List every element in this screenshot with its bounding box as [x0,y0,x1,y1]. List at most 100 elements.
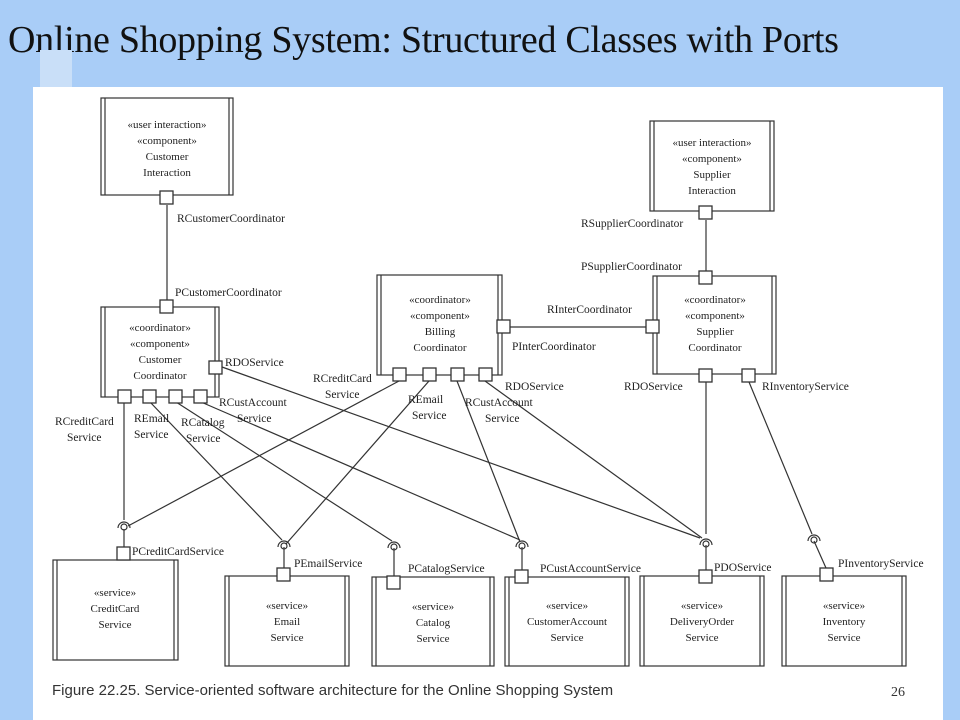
customer-coordinator-line-3: Customer [139,354,182,366]
port-p-customer-coordinator [159,299,174,314]
email-service-line-2: Email [274,616,300,628]
email-service-line-3: Service [271,632,304,644]
catalog-service-line-2: Catalog [416,617,451,629]
customer-account-service-line-3: Service [551,632,584,644]
connector-cc-email [149,401,283,541]
port-cc-4 [193,389,208,404]
delivery-order-service-line-1: «service» [681,600,723,612]
billing-coordinator-line-1: «coordinator» [409,294,471,306]
label-r-supplier-coordinator: RSupplierCoordinator [581,218,683,230]
port-r-inter-coordinator [645,319,660,334]
port-p-inventory-service [819,567,834,582]
billing-coordinator-line-4: Coordinator [413,342,466,354]
supplier-interaction-line-3: Supplier [693,169,731,181]
customer-coordinator-line-2: «component» [130,338,190,350]
supplier-coordinator-line-4: Coordinator [688,342,741,354]
label-r-email-customer-2: Service [134,429,168,441]
port-r-supplier-coordinator [698,205,713,220]
label-p-do-service: PDOService [714,562,772,574]
catalog-service-line-1: «service» [412,601,454,613]
supplier-interaction-line-4: Interaction [688,185,736,197]
customer-account-service-line-2: CustomerAccount [527,616,607,628]
port-bc-4 [478,367,493,382]
port-p-catalog-service [386,575,401,590]
port-cc-1 [117,389,132,404]
box-customer-coordinator [100,306,220,398]
delivery-order-service-line-2: DeliveryOrder [670,616,734,628]
label-p-customer-coordinator: PCustomerCoordinator [175,287,282,299]
label-r-customer-coordinator: RCustomerCoordinator [177,213,285,225]
label-r-email-customer-1: REmail [134,413,169,425]
label-r-credit-card-billing-2: Service [325,389,359,401]
label-r-email-billing-2: Service [412,410,446,422]
connector-bc-email [285,380,430,545]
customer-interaction-line-1: «user interaction» [127,119,206,131]
box-billing-coordinator [376,274,503,376]
label-p-credit-card-service: PCreditCardService [132,546,224,558]
box-credit-card-service [52,559,179,661]
title-accent-bar [40,50,72,90]
label-p-catalog-service: PCatalogService [408,563,485,575]
figure-panel [33,87,943,720]
port-p-inter-coordinator [496,319,511,334]
connector-cc-deliveryorder [221,366,701,539]
supplier-interaction-line-2: «component» [682,153,742,165]
label-p-email-service: PEmailService [294,558,362,570]
label-r-credit-card-billing-1: RCreditCard [313,373,372,385]
delivery-order-service-line-3: Service [686,632,719,644]
billing-coordinator-line-2: «component» [410,310,470,322]
port-p-credit-card-service [116,546,131,561]
inventory-service-line-3: Service [828,632,861,644]
connector-cc-catalog [175,401,393,542]
label-p-inter-coordinator: PInterCoordinator [512,341,596,353]
box-supplier-interaction [649,120,775,212]
supplier-coordinator-line-2: «component» [685,310,745,322]
inventory-service-line-2: Inventory [823,616,866,628]
label-r-inventory-service: RInventoryService [762,381,849,393]
credit-card-service-line-2: CreditCard [91,603,140,615]
customer-coordinator-line-1: «coordinator» [129,322,191,334]
supplier-interaction-line-1: «user interaction» [672,137,751,149]
customer-interaction-line-2: «component» [137,135,197,147]
port-bc-1 [392,367,407,382]
supplier-coordinator-line-1: «coordinator» [684,294,746,306]
port-cc-2 [142,389,157,404]
email-service-line-1: «service» [266,600,308,612]
label-r-catalog-customer-1: RCatalog [181,417,225,429]
connector-sc-inventory [748,381,813,535]
port-p-do-service [698,569,713,584]
box-inventory-service [781,575,907,667]
label-r-inter-coordinator: RInterCoordinator [547,304,632,316]
label-r-catalog-customer-2: Service [186,433,220,445]
customer-interaction-line-3: Customer [146,151,189,163]
slide-title: Online Shopping System: Structured Class… [8,19,839,61]
label-r-email-billing-1: REmail [408,394,443,406]
label-r-cust-account-customer-1: RCustAccount [219,397,288,409]
port-r-do-service-customer [208,360,223,375]
label-p-inventory-service: PInventoryService [838,558,924,570]
inventory-service-line-1: «service» [823,600,865,612]
port-bc-2 [422,367,437,382]
label-r-credit-card-customer-1: RCreditCard [55,416,114,428]
customer-coordinator-line-4: Coordinator [133,370,186,382]
label-r-do-service-supplier: RDOService [624,381,683,393]
label-p-supplier-coordinator: PSupplierCoordinator [581,261,682,273]
port-cc-3 [168,389,183,404]
customer-interaction-line-4: Interaction [143,167,191,179]
label-r-cust-account-billing-1: RCustAccount [465,397,534,409]
credit-card-service-line-1: «service» [94,587,136,599]
connector-cc-custaccount [200,401,521,541]
customer-account-service-line-1: «service» [546,600,588,612]
label-p-cust-account-service: PCustAccountService [540,563,641,575]
supplier-coordinator-line-3: Supplier [696,326,734,338]
label-r-do-service-customer: RDOService [225,357,284,369]
connector-bc-custaccount [456,380,521,543]
box-catalog-service [371,576,495,667]
port-p-email-service [276,567,291,582]
label-r-cust-account-customer-2: Service [237,413,271,425]
box-customer-account-service [504,576,630,667]
connector-bc-deliveryorder [484,380,703,539]
label-r-credit-card-customer-2: Service [67,432,101,444]
billing-coordinator-line-3: Billing [425,326,456,338]
